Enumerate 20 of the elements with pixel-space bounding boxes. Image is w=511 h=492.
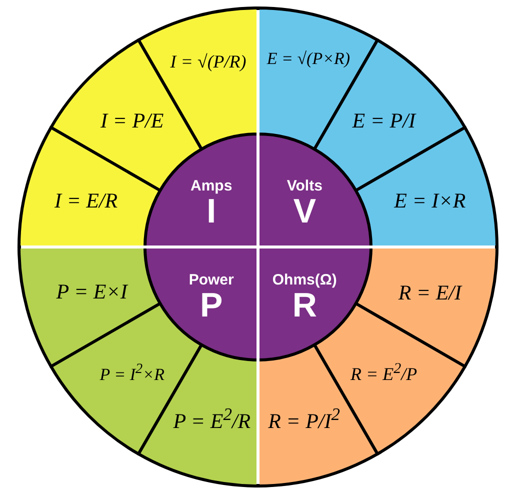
formula: P = E×I — [56, 279, 128, 304]
formula: R = E$^{2}$/P — [350, 360, 418, 385]
unit-symbol: I — [206, 194, 216, 231]
unit-symbol: V — [292, 194, 317, 231]
unit-name: Ohms(Ω) — [272, 271, 337, 288]
formula: R = E/I — [398, 280, 462, 306]
unit-name: Volts — [286, 178, 322, 195]
formula: R = P/I$^{2}$ — [268, 404, 340, 434]
formula: E = P/I — [352, 108, 416, 134]
unit-symbol: R — [292, 288, 317, 324]
formula: E = I×R — [394, 188, 466, 214]
formula: E = √(P×R) — [266, 48, 350, 69]
formula: I = E/R — [54, 188, 118, 214]
formula: P = E$^{2}$/R — [173, 404, 251, 434]
unit-name: Power — [188, 271, 234, 288]
formula: I = √(P/R) — [170, 51, 246, 72]
formula: P = I$^{2}$×R — [100, 361, 164, 385]
formula: I = P/E — [100, 108, 164, 134]
unit-symbol: P — [198, 288, 224, 324]
unit-name: Amps — [190, 178, 232, 195]
